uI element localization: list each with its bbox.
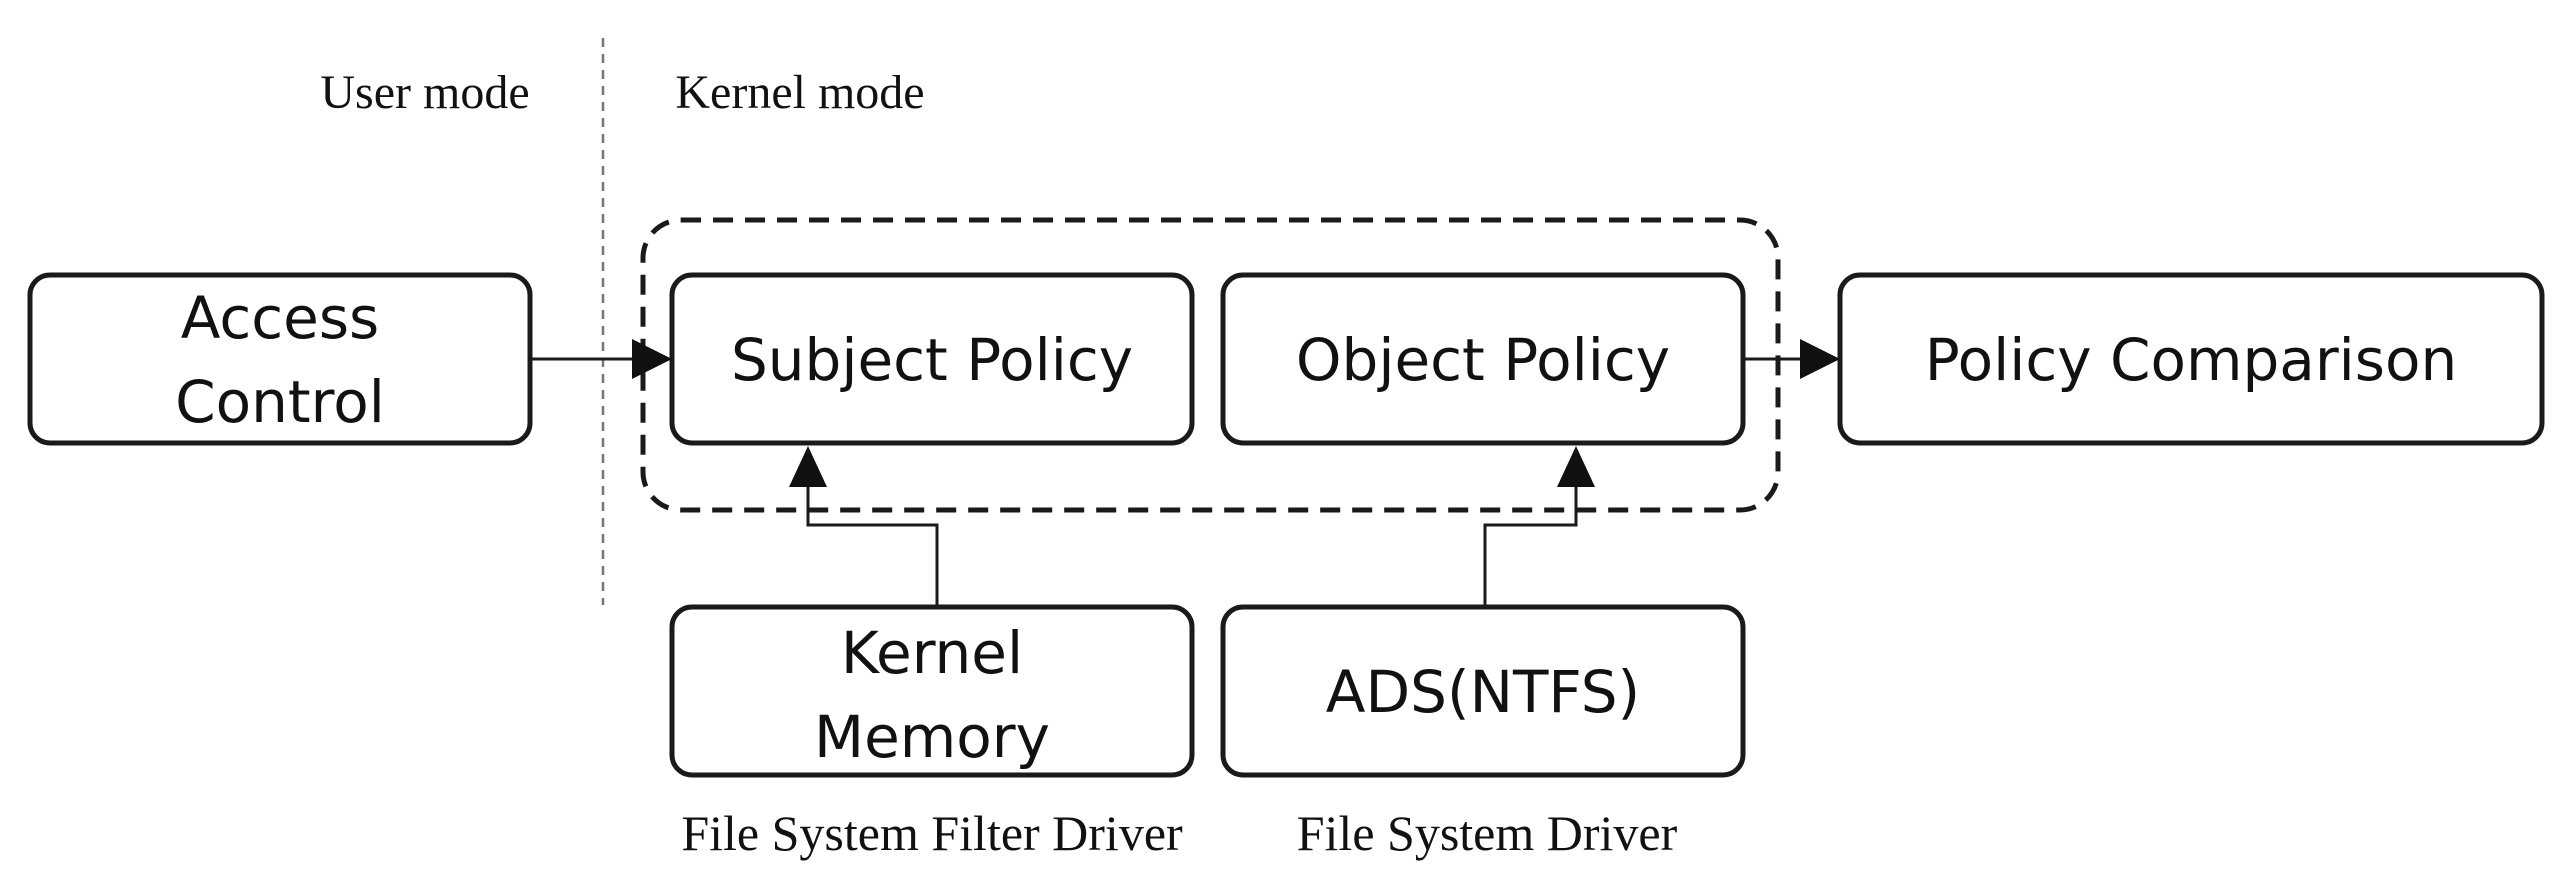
arrow-ads-to-object — [1483, 446, 1595, 605]
subject-policy-node: Subject Policy — [669, 272, 1195, 446]
policy-group-boundary — [640, 217, 1781, 513]
kernel-memory-label-line2: Memory — [814, 703, 1050, 771]
kernel-memory-node: Kernel Memory — [669, 604, 1195, 778]
arrow-memory-to-subject — [789, 446, 939, 605]
kernel-mode-label: Kernel mode — [675, 66, 924, 119]
policy-comparison-label: Policy Comparison — [1925, 326, 2458, 394]
user-mode-label: User mode — [320, 66, 529, 119]
arrow-access-to-subject — [532, 339, 672, 379]
access-control-label-line1: Access — [181, 284, 380, 352]
filter-driver-label: File System Filter Driver — [681, 805, 1183, 861]
kernel-memory-label-line1: Kernel — [841, 619, 1023, 687]
ads-ntfs-node: ADS(NTFS) — [1220, 604, 1746, 778]
access-control-node: Access Control — [27, 272, 533, 446]
object-policy-node: Object Policy — [1220, 272, 1746, 446]
policy-comparison-node: Policy Comparison — [1837, 272, 2545, 446]
fs-driver-label: File System Driver — [1297, 805, 1678, 861]
arrow-object-to-comparison — [1745, 339, 1840, 379]
subject-policy-label: Subject Policy — [731, 326, 1133, 394]
object-policy-label: Object Policy — [1296, 326, 1670, 394]
access-control-label-line2: Control — [175, 368, 385, 436]
ads-ntfs-label: ADS(NTFS) — [1326, 658, 1640, 726]
